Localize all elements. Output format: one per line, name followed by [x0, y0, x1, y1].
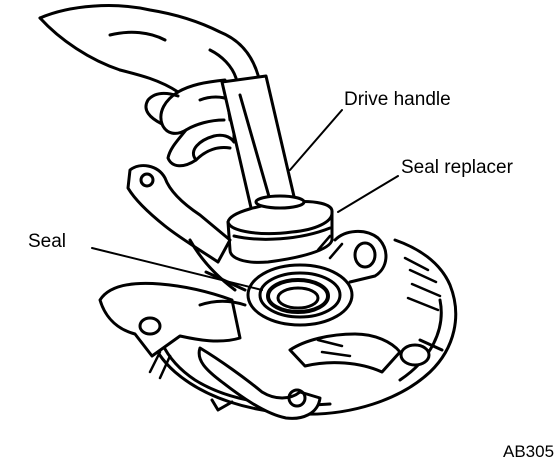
knuckle-body	[98, 164, 458, 420]
drive-handle-label: Drive handle	[344, 89, 451, 110]
seal-replacer-leader	[337, 175, 399, 213]
figure-code: AB305	[503, 442, 555, 461]
drive-handle	[220, 74, 298, 214]
seal-label: Seal	[28, 231, 67, 252]
leader-lines	[91, 109, 399, 291]
seal-leader	[91, 247, 263, 291]
seal-replacer-label: Seal replacer	[401, 157, 513, 178]
seal-replacer	[226, 194, 334, 264]
hand	[38, 4, 261, 168]
drive-handle-leader	[289, 109, 343, 171]
shading-lines	[148, 234, 442, 380]
